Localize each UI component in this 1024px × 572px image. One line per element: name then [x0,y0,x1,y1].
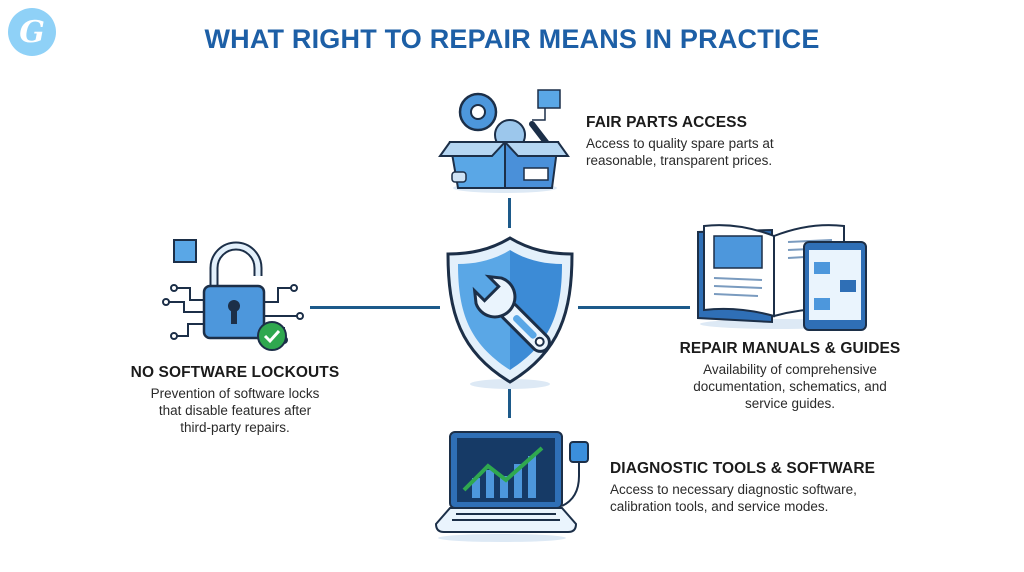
connector-top [508,198,511,228]
laptop-diagnostics-icon [434,431,589,542]
item-parts: FAIR PARTS ACCESS Access to quality spar… [586,114,774,169]
item-heading: NO SOFTWARE LOCKOUTS [130,364,340,381]
logo: G [8,8,56,56]
item-manuals: REPAIR MANUALS & GUIDES Availability of … [640,340,940,412]
manual-tablet-icon [697,224,867,331]
connector-left [310,306,440,309]
unlocked-padlock-icon [162,239,304,351]
item-lockouts: NO SOFTWARE LOCKOUTS Prevention of softw… [100,364,370,436]
page-title: WHAT RIGHT TO REPAIR MEANS IN PRACTICE [204,24,820,54]
item-heading: FAIR PARTS ACCESS [586,114,748,131]
item-description: Access to necessary diagnostic software,… [610,482,857,514]
connector-bottom [508,388,511,418]
parts-box-icon [438,89,570,193]
item-heading: DIAGNOSTIC TOOLS & SOFTWARE [610,460,876,477]
item-heading: REPAIR MANUALS & GUIDES [679,340,901,357]
item-diagnostics: DIAGNOSTIC TOOLS & SOFTWARE Access to ne… [610,460,875,515]
connector-right [578,306,690,309]
logo-glyph: G [19,14,45,50]
shield-wrench-icon [446,236,574,389]
